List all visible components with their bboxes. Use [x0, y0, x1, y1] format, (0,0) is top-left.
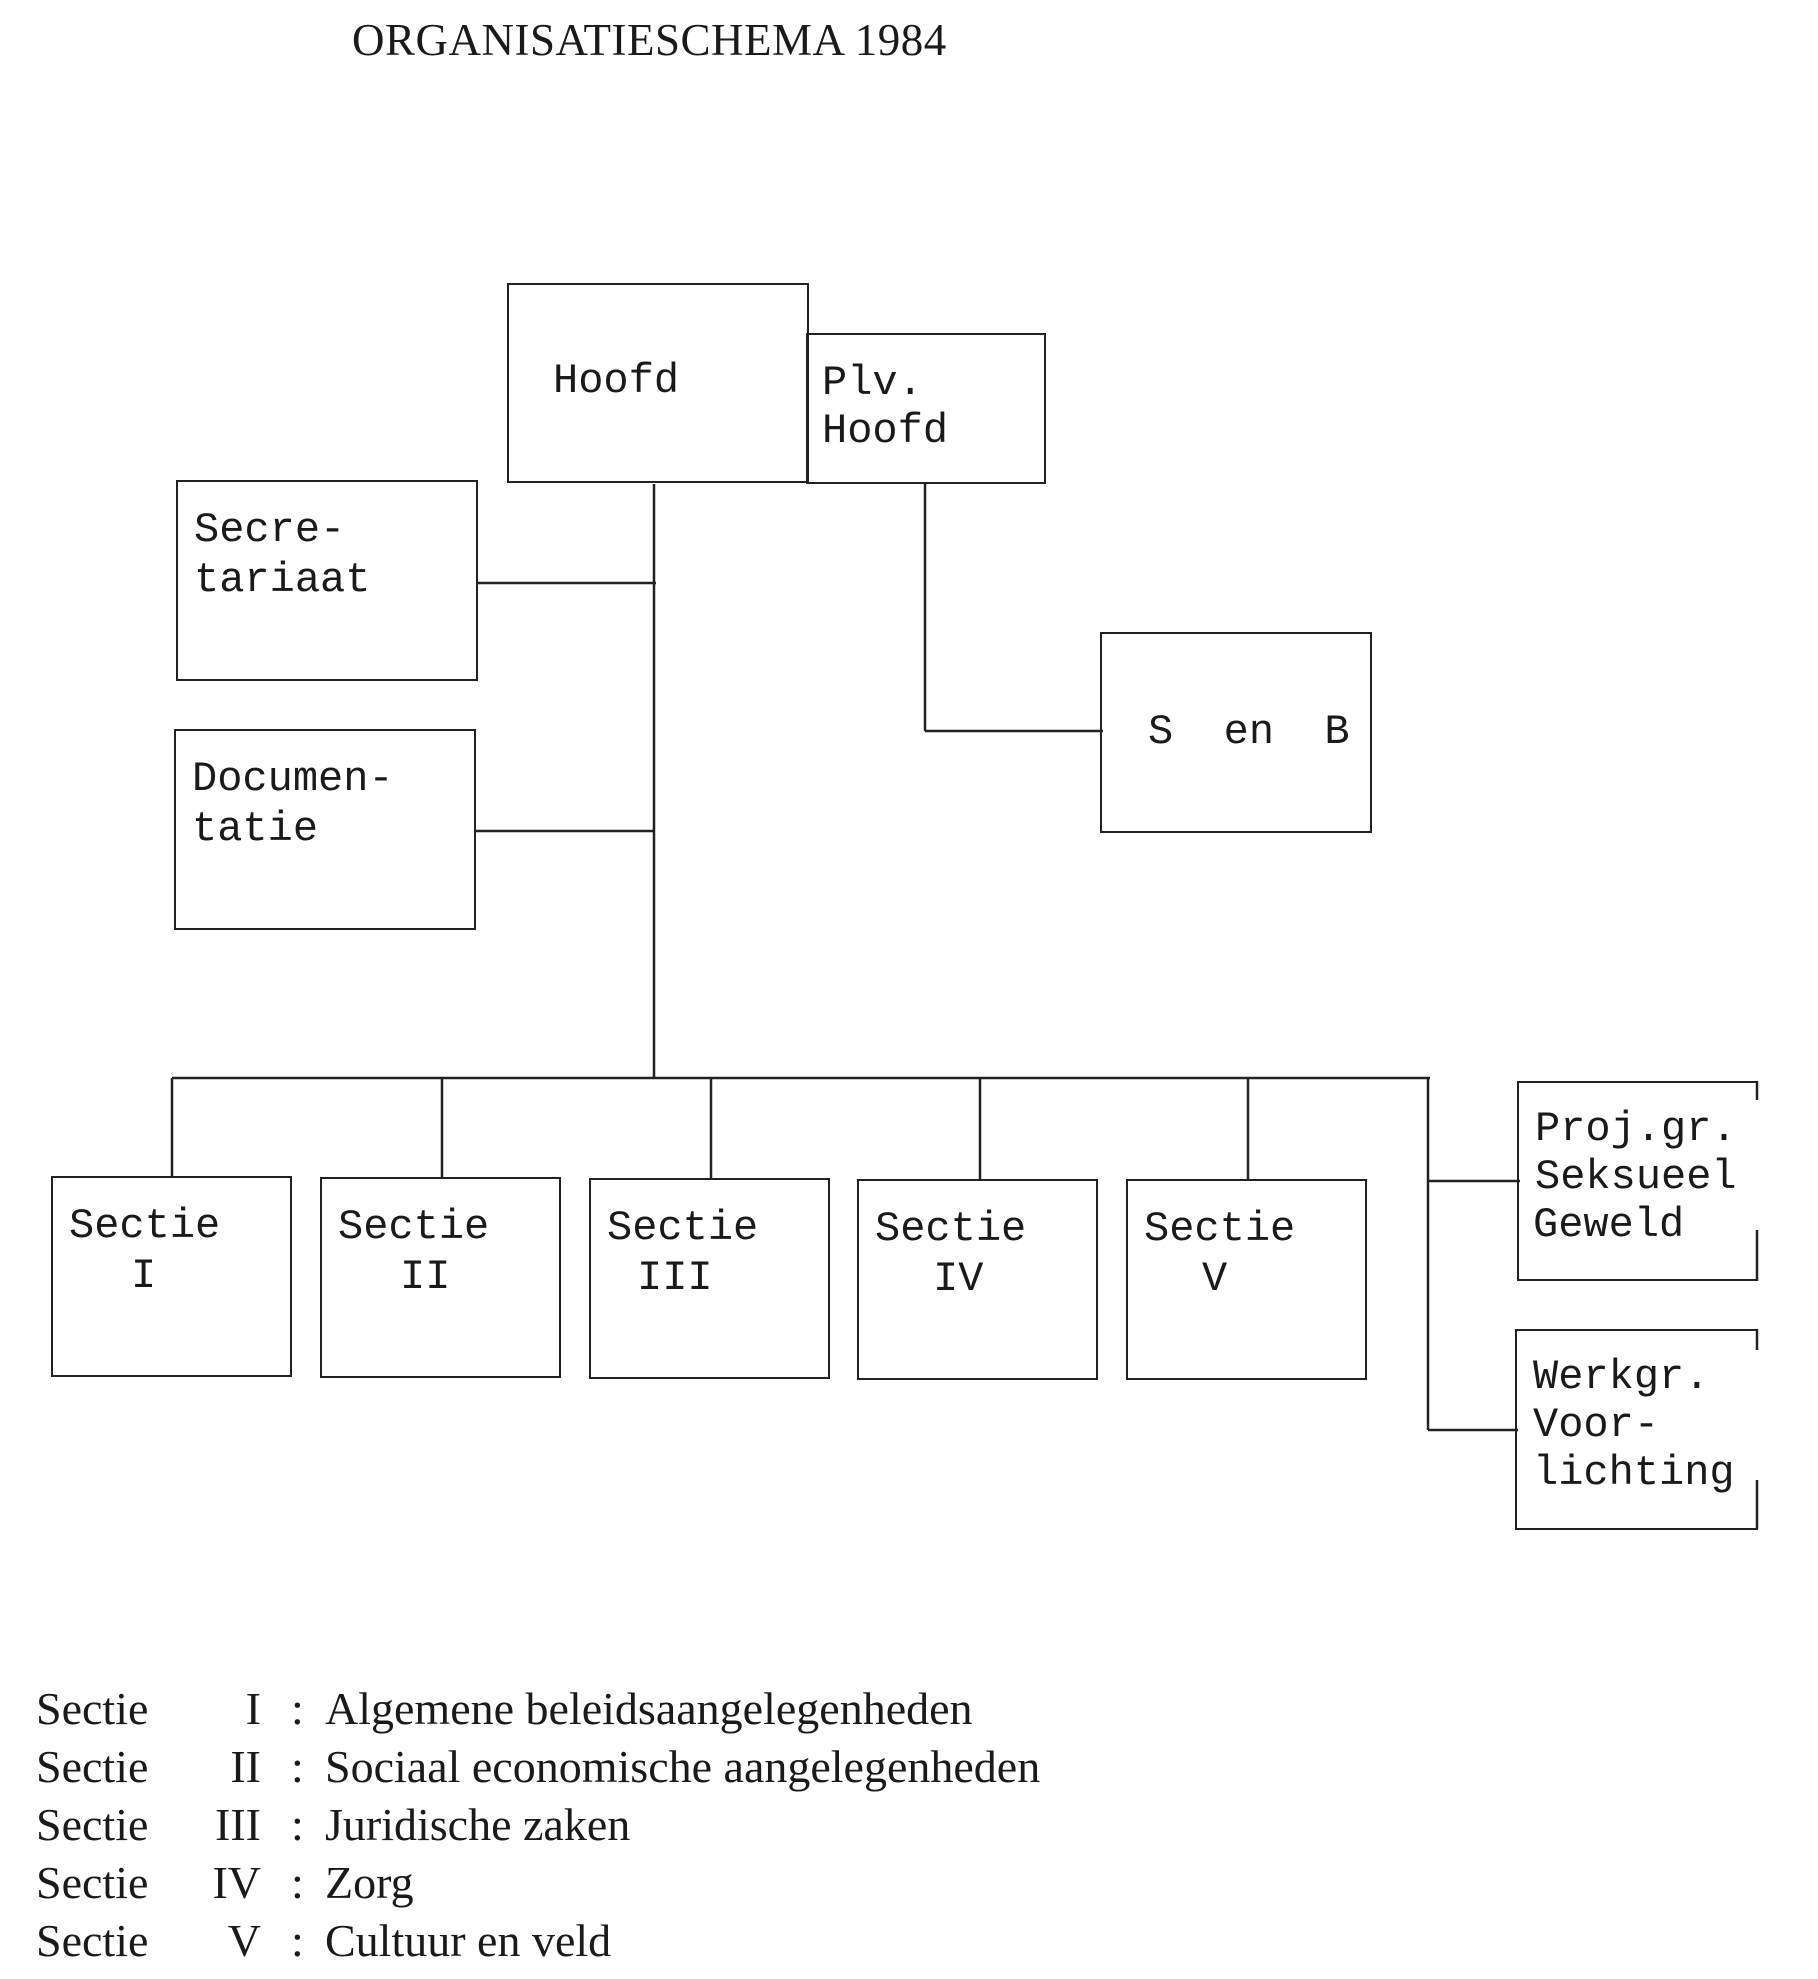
werkgr-label-line3: lichting: [1533, 1449, 1735, 1497]
sectie-3-box: Sectie III: [589, 1178, 830, 1379]
secretariaat-label-line1: Secre-: [194, 506, 346, 554]
sectie-5-box: Sectie V: [1126, 1179, 1367, 1380]
sectie-2-box: Sectie II: [320, 1177, 561, 1378]
s-en-b-box: S en B: [1100, 632, 1372, 833]
projgr-label-line1: Proj.gr.: [1535, 1105, 1737, 1153]
legend: Sectie I : Algemene beleidsaangelegenhede…: [36, 1680, 1040, 1970]
hoofd-box: Hoofd: [507, 283, 809, 483]
legend-word: Sectie: [36, 1683, 149, 1734]
secretariaat-label-line2: tariaat: [194, 556, 371, 604]
legend-numeral: V: [227, 1915, 261, 1966]
legend-key: Sectie I: [36, 1680, 261, 1738]
sectie-3-label-numeral: III: [637, 1254, 713, 1302]
legend-row: Sectie I : Algemene beleidsaangelegenhede…: [36, 1680, 1040, 1738]
legend-description: Sociaal economische aangelegenheden: [325, 1741, 1041, 1792]
legend-separator: :: [291, 1799, 304, 1850]
sectie-4-box: Sectie IV: [857, 1179, 1098, 1380]
sectie-4-label-word: Sectie: [875, 1205, 1027, 1253]
projgr-box: Proj.gr. Seksueel Geweld: [1517, 1081, 1758, 1281]
plv-hoofd-box: Plv. Hoofd: [806, 333, 1046, 484]
legend-word: Sectie: [36, 1741, 149, 1792]
documentatie-box: Documen- tatie: [174, 729, 476, 930]
legend-separator: :: [291, 1741, 304, 1792]
sectie-1-label-numeral: I: [131, 1252, 157, 1300]
werkgr-box: Werkgr. Voor- lichting: [1515, 1329, 1758, 1530]
legend-key: Sectie V: [36, 1912, 261, 1970]
sectie-5-label-word: Sectie: [1144, 1205, 1296, 1253]
legend-numeral: III: [215, 1799, 261, 1850]
sectie-3-label-word: Sectie: [607, 1204, 759, 1252]
legend-word: Sectie: [36, 1915, 149, 1966]
legend-key: Sectie II: [36, 1738, 261, 1796]
projgr-label-line3: Geweld: [1533, 1201, 1685, 1249]
plv-hoofd-label-line2: Hoofd: [822, 407, 949, 455]
documentatie-label-line2: tatie: [192, 805, 319, 853]
sectie-5-label-numeral: V: [1202, 1255, 1228, 1303]
sectie-4-label-numeral: IV: [933, 1255, 984, 1303]
legend-description: Juridische zaken: [325, 1799, 631, 1850]
sectie-1-label-word: Sectie: [69, 1202, 221, 1250]
sectie-1-box: Sectie I: [51, 1176, 292, 1377]
legend-word: Sectie: [36, 1857, 149, 1908]
legend-word: Sectie: [36, 1799, 149, 1850]
legend-numeral: IV: [212, 1857, 261, 1908]
legend-key: Sectie IV: [36, 1854, 261, 1912]
legend-row: Sectie II : Sociaal economische aangelege…: [36, 1738, 1040, 1796]
legend-numeral: II: [230, 1741, 261, 1792]
legend-separator: :: [291, 1915, 304, 1966]
hoofd-label: Hoofd: [553, 357, 680, 405]
legend-numeral: I: [245, 1683, 261, 1734]
legend-row: Sectie IV : Zorg: [36, 1854, 1040, 1912]
legend-description: Zorg: [325, 1857, 414, 1908]
diagram-title: ORGANISATIESCHEMA 1984: [352, 15, 947, 65]
sectie-2-label-word: Sectie: [338, 1203, 490, 1251]
werkgr-label-line2: Voor-: [1533, 1401, 1660, 1449]
projgr-label-line2: Seksueel: [1535, 1153, 1737, 1201]
legend-key: Sectie III: [36, 1796, 261, 1854]
sectie-2-label-numeral: II: [400, 1253, 451, 1301]
legend-separator: :: [291, 1683, 304, 1734]
legend-row: Sectie V : Cultuur en veld: [36, 1912, 1040, 1970]
documentatie-label-line1: Documen-: [192, 755, 394, 803]
s-en-b-label: S en B: [1148, 708, 1350, 756]
werkgr-label-line1: Werkgr.: [1533, 1353, 1710, 1401]
legend-description: Algemene beleidsaangelegenheden: [325, 1683, 973, 1734]
legend-description: Cultuur en veld: [325, 1915, 612, 1966]
legend-row: Sectie III : Juridische zaken: [36, 1796, 1040, 1854]
plv-hoofd-label-line1: Plv.: [822, 359, 923, 407]
legend-separator: :: [291, 1857, 304, 1908]
secretariaat-box: Secre- tariaat: [176, 480, 478, 681]
